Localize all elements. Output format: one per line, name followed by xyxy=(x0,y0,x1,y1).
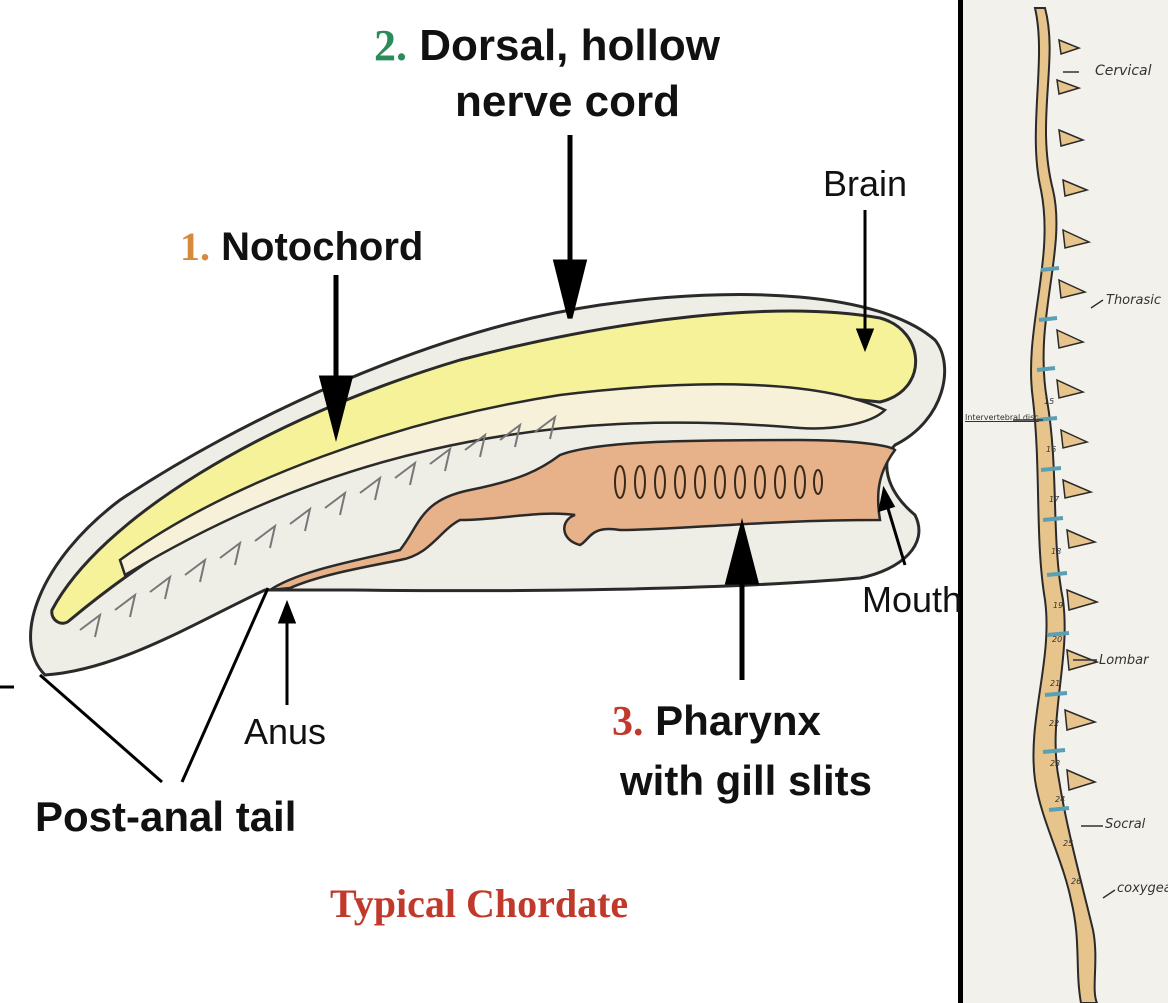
vertebra-number: 23 xyxy=(1050,760,1060,768)
pharynx-title-line2: with gill slits xyxy=(620,760,872,802)
vertebra-number: 22 xyxy=(1049,720,1059,728)
intervertebral-disc-label: Intervertebral disc xyxy=(965,414,1039,422)
pharynx-label: 3. Pharynx xyxy=(612,700,821,743)
anus-label: Anus xyxy=(244,714,326,750)
coccygeal-label: coxygea xyxy=(1117,882,1168,895)
spine-sketch-panel: Cervical Thorasic Intervertebral disc Lo… xyxy=(963,0,1168,1003)
vertebra-number: 26 xyxy=(1071,878,1081,886)
notochord-number: 1. xyxy=(180,224,210,269)
brain-label: Brain xyxy=(823,166,907,202)
chordate-body-drawing xyxy=(0,0,958,1003)
spinous-processes xyxy=(1057,40,1097,790)
vertebra-number: 25 xyxy=(1063,840,1073,848)
vertebra-number: 18 xyxy=(1051,548,1061,556)
vertebra-number: 16 xyxy=(1046,446,1056,454)
nerve-cord-label: 2. Dorsal, hollow xyxy=(374,24,720,68)
post-anal-tail-label: Post-anal tail xyxy=(35,796,296,838)
spinal-column xyxy=(1031,8,1097,1003)
thoracic-label: Thorasic xyxy=(1106,294,1161,307)
cervical-label: Cervical xyxy=(1095,64,1152,78)
sacral-label: Socral xyxy=(1105,818,1145,831)
lumbar-label: Lombar xyxy=(1099,654,1148,667)
diagram-caption: Typical Chordate xyxy=(330,880,628,927)
vertebra-number: 24 xyxy=(1055,796,1065,804)
nerve-cord-title-line1: Dorsal, hollow xyxy=(419,21,720,70)
vertebra-number: 17 xyxy=(1049,496,1059,504)
vertebral-column-drawing xyxy=(963,0,1168,1003)
chordate-diagram-panel: 2. Dorsal, hollow nerve cord 1. Notochor… xyxy=(0,0,958,1003)
notochord-label: 1. Notochord xyxy=(180,227,423,267)
nerve-cord-title-line2: nerve cord xyxy=(455,80,680,124)
vertebra-number: 15 xyxy=(1044,398,1054,406)
mouth-label: Mouth xyxy=(862,582,962,618)
nerve-cord-number: 2. xyxy=(374,21,407,70)
notochord-title: Notochord xyxy=(221,225,423,269)
pharynx-number: 3. xyxy=(612,699,644,745)
vertebra-number: 21 xyxy=(1050,680,1060,688)
vertebra-number: 19 xyxy=(1053,602,1063,610)
pharynx-title-line1: Pharynx xyxy=(655,697,821,744)
vertebra-number: 20 xyxy=(1052,636,1062,644)
